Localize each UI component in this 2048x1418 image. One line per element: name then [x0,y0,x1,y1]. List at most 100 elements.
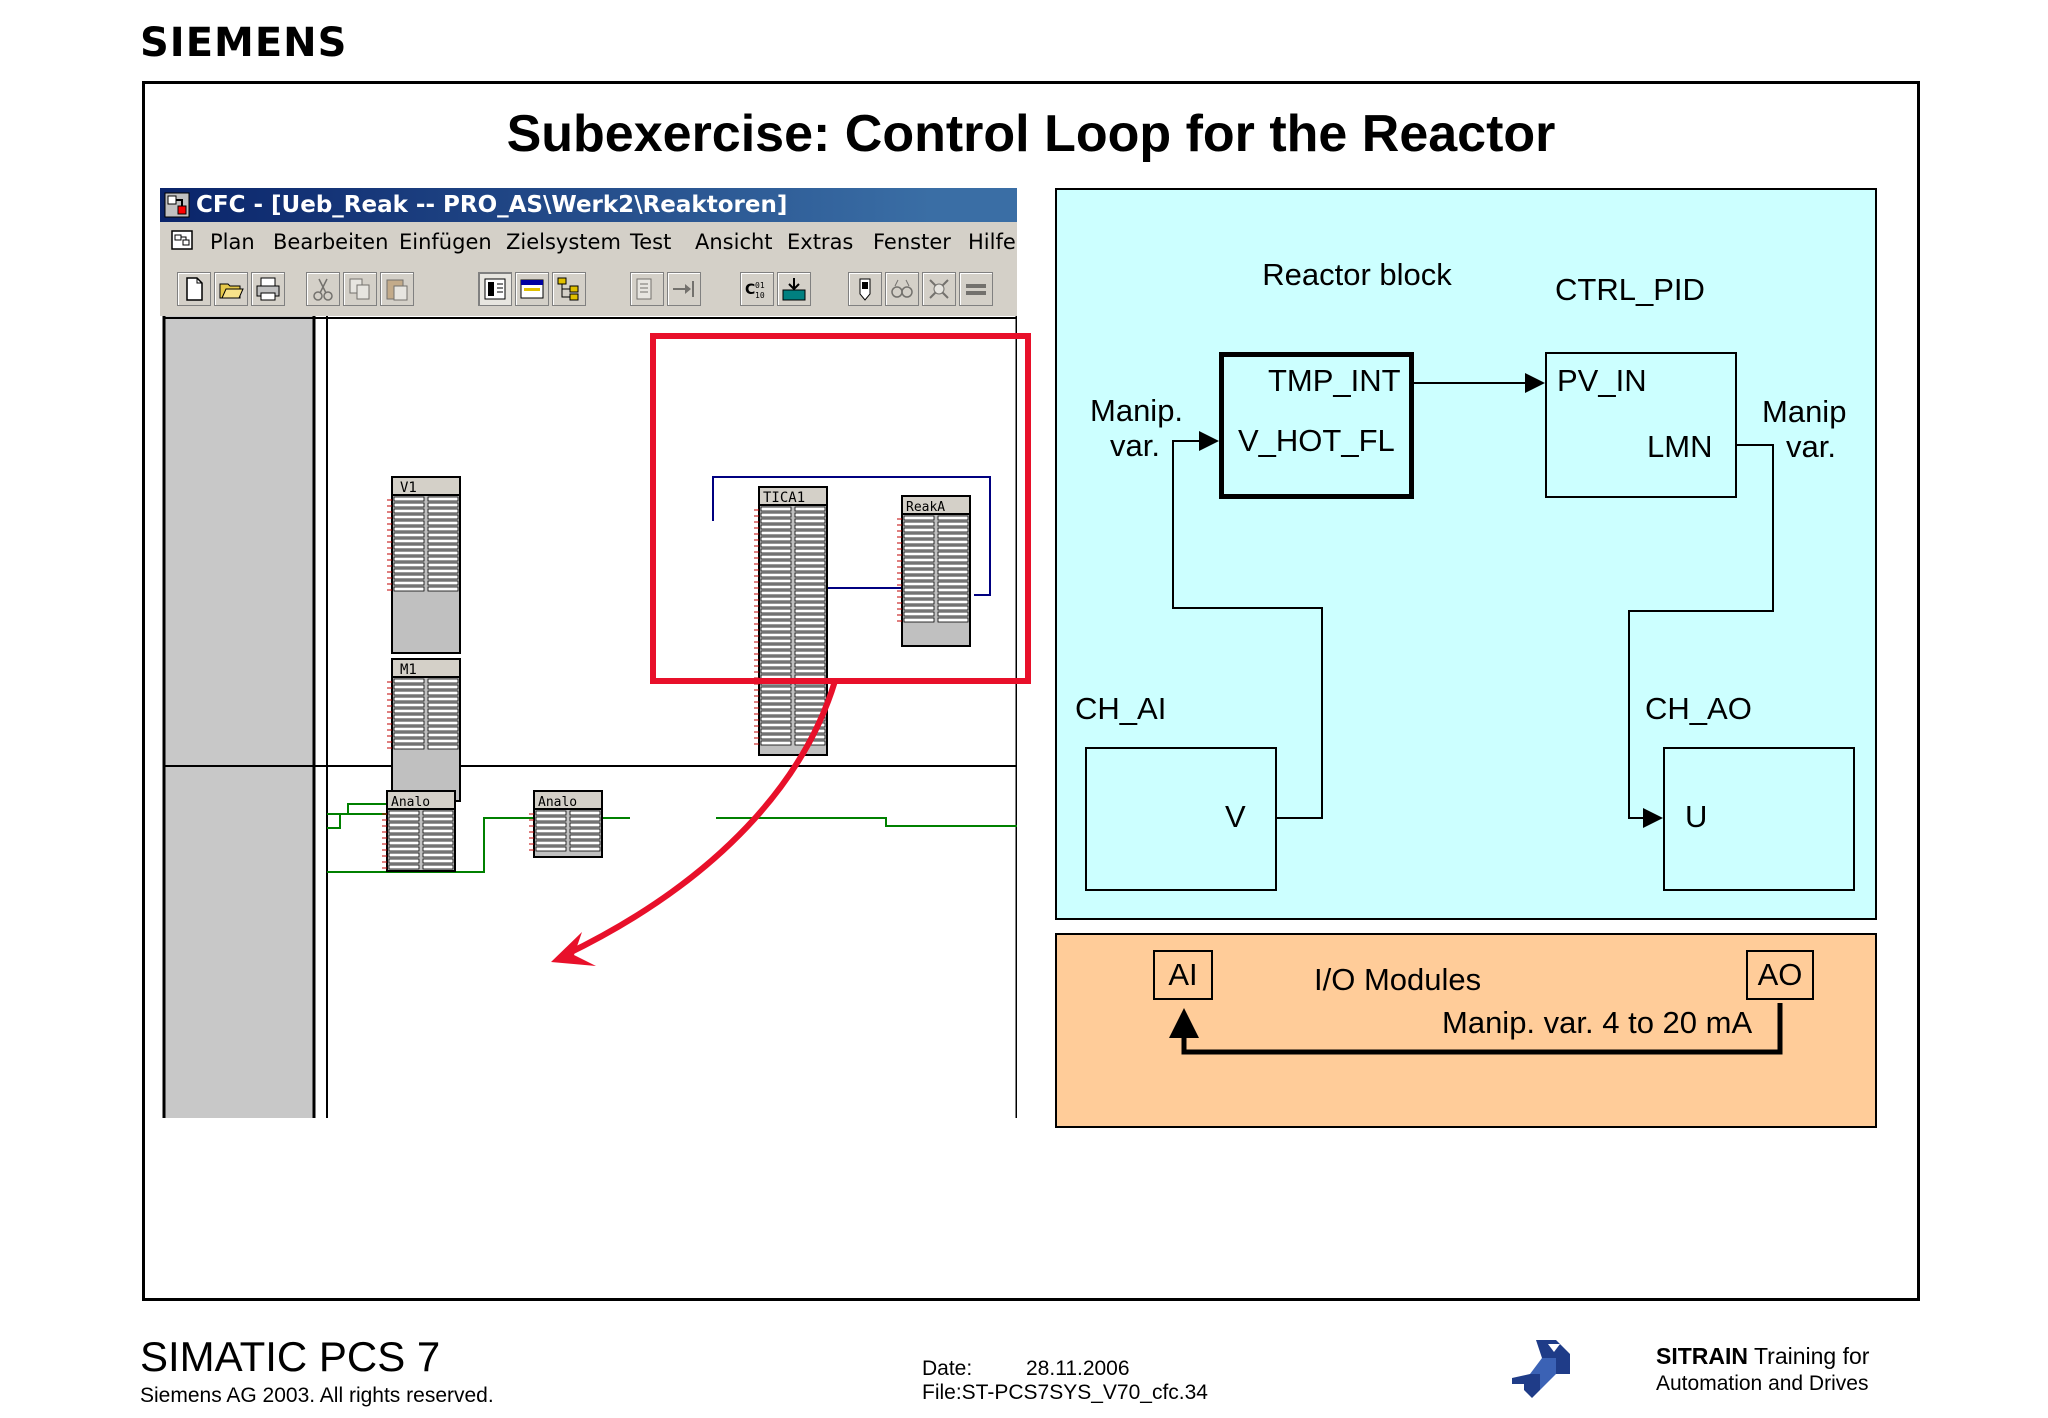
block-pin[interactable] [388,810,420,816]
block-pin[interactable] [422,810,454,816]
block-pin[interactable] [427,514,459,520]
block-pin[interactable] [393,744,425,750]
block-pin[interactable] [427,690,459,696]
block-pin[interactable] [794,512,826,518]
block-pin[interactable] [760,716,792,722]
block-pin[interactable] [569,828,601,834]
block-pin[interactable] [794,626,826,632]
cfc-block-m1[interactable]: M1 [387,658,461,802]
block-pin[interactable] [760,626,792,632]
block-pin[interactable] [427,726,459,732]
block-pin[interactable] [760,506,792,512]
block-pin[interactable] [427,526,459,532]
menu-fenster[interactable]: Fenster [873,230,951,254]
block-pin[interactable] [760,614,792,620]
block-pin[interactable] [760,722,792,728]
menu-plan[interactable]: Plan [210,230,255,254]
block-pin[interactable] [794,680,826,686]
block-pin[interactable] [427,732,459,738]
block-pin[interactable] [388,858,420,864]
block-pin[interactable] [760,680,792,686]
block-pin[interactable] [937,581,969,587]
monitor-button[interactable] [885,272,919,306]
block-pin[interactable] [393,708,425,714]
block-pin[interactable] [794,662,826,668]
document-menu-icon[interactable] [170,229,196,253]
block-pin[interactable] [427,520,459,526]
block-pin[interactable] [535,810,567,816]
block-pin[interactable] [427,702,459,708]
block-pin[interactable] [937,515,969,521]
block-pin[interactable] [937,551,969,557]
block-pin[interactable] [903,515,935,521]
block-pin[interactable] [794,692,826,698]
block-pin[interactable] [794,620,826,626]
block-pin[interactable] [903,551,935,557]
block-pin[interactable] [794,644,826,650]
block-pin[interactable] [427,696,459,702]
block-pin[interactable] [393,574,425,580]
block-pin[interactable] [794,674,826,680]
block-pin[interactable] [794,632,826,638]
menu-test[interactable]: Test [630,230,672,254]
cfc-titlebar[interactable]: CFC - [Ueb_Reak -- PRO_AS\Werk2\Reaktore… [160,188,1017,222]
block-pin[interactable] [393,732,425,738]
new-button[interactable] [177,272,211,306]
block-pin[interactable] [903,545,935,551]
block-pin[interactable] [937,605,969,611]
block-pin[interactable] [794,638,826,644]
connect-button[interactable] [630,272,664,306]
block-pin[interactable] [422,840,454,846]
block-pin[interactable] [760,692,792,698]
block-pin[interactable] [760,536,792,542]
menu-einfuegen[interactable]: Einfügen [399,230,492,254]
block-pin[interactable] [388,852,420,858]
block-pin[interactable] [937,521,969,527]
block-pin[interactable] [760,704,792,710]
block-pin[interactable] [422,846,454,852]
block-pin[interactable] [427,496,459,502]
block-pin[interactable] [393,544,425,550]
block-pin[interactable] [427,556,459,562]
block-pin[interactable] [422,822,454,828]
block-pin[interactable] [388,846,420,852]
block-pin[interactable] [569,810,601,816]
block-pin[interactable] [760,548,792,554]
menu-extras[interactable]: Extras [787,230,854,254]
block-pin[interactable] [794,548,826,554]
block-pin[interactable] [427,678,459,684]
block-pin[interactable] [427,538,459,544]
block-pin[interactable] [794,716,826,722]
block-pin[interactable] [393,678,425,684]
block-pin[interactable] [903,521,935,527]
block-pin[interactable] [393,702,425,708]
block-pin[interactable] [388,822,420,828]
block-pin[interactable] [760,530,792,536]
block-pin[interactable] [794,566,826,572]
block-pin[interactable] [393,696,425,702]
block-pin[interactable] [937,575,969,581]
block-pin[interactable] [903,581,935,587]
arrow-button[interactable] [667,272,701,306]
block-pin[interactable] [393,496,425,502]
block-pin[interactable] [903,563,935,569]
block-pin[interactable] [393,520,425,526]
menu-ansicht[interactable]: Ansicht [695,230,773,254]
block-pin[interactable] [393,726,425,732]
block-pin[interactable] [393,586,425,592]
cfc-block-v1[interactable]: V1 [387,476,461,654]
block-pin[interactable] [760,608,792,614]
cfc-block-tica1[interactable]: TICA1 [754,486,828,756]
block-pin[interactable] [794,728,826,734]
block-pin[interactable] [760,584,792,590]
block-pin[interactable] [569,840,601,846]
cfc-block-reaka[interactable]: ReakA [897,495,971,647]
block-pin[interactable] [393,580,425,586]
block-pin[interactable] [903,527,935,533]
block-pin[interactable] [393,556,425,562]
block-pin[interactable] [794,722,826,728]
block-pin[interactable] [794,572,826,578]
block-pin[interactable] [760,668,792,674]
catalog-button[interactable] [478,272,512,306]
open-button[interactable] [214,272,248,306]
